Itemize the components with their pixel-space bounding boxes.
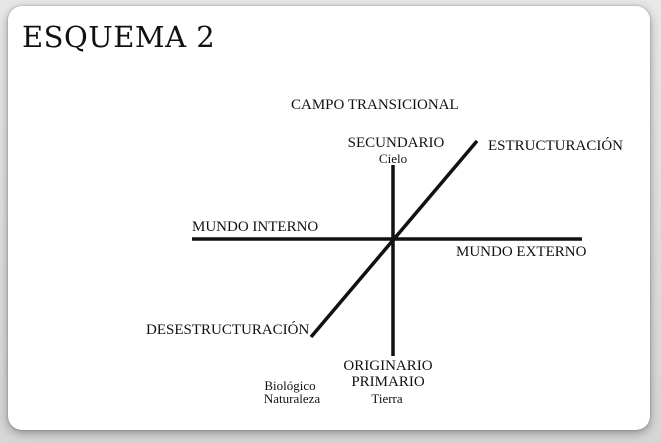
label-estructuracion: ESTRUCTURACIÓN: [488, 138, 624, 154]
label-originario: ORIGINARIO: [343, 358, 433, 374]
label-mundo-externo: MUNDO EXTERNO: [456, 244, 587, 260]
label-naturaleza: Naturaleza: [263, 391, 321, 406]
label-mundo-interno: MUNDO INTERNO: [192, 219, 319, 235]
label-tierra: Tierra: [371, 391, 403, 406]
slide-heading: ESQUEMA 2: [22, 20, 216, 54]
label-desestructuracion: DESESTRUCTURACIÓN: [146, 322, 310, 338]
label-primario: PRIMARIO: [351, 374, 425, 390]
label-campo-transicional: CAMPO TRANSICIONAL: [291, 97, 459, 113]
slide-card: ESQUEMA 2 CAMPO TRANSICIONAL SECUNDARIO …: [8, 6, 650, 430]
label-secundario: SECUNDARIO: [347, 135, 445, 151]
label-cielo: Cielo: [378, 151, 408, 166]
axes-diagram: [192, 139, 582, 356]
label-biologico: Biológico: [264, 378, 316, 393]
diagonal-axis: [309, 139, 479, 339]
